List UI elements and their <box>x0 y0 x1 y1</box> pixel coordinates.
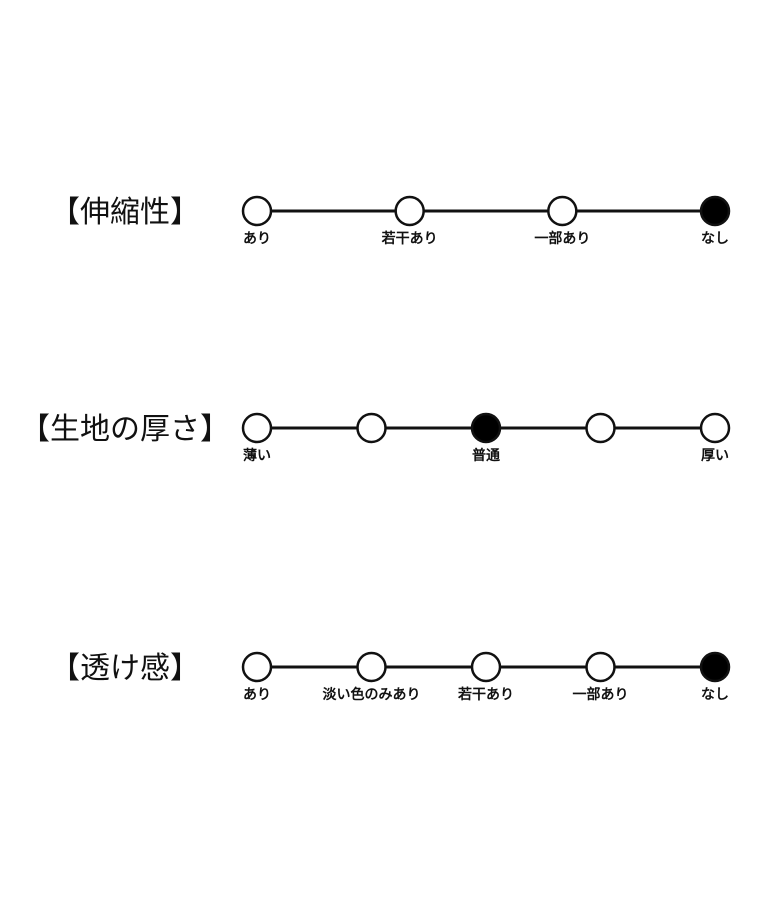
scale-point-selected <box>699 195 731 227</box>
scale-point <box>356 412 387 444</box>
scale-point-label: 一部あり <box>573 686 629 703</box>
scale-row: 【伸縮性】あり 若干あり 一部あり なし <box>50 195 731 247</box>
scale-title: 【生地の厚さ】 <box>20 412 230 447</box>
scale-point-selected <box>699 651 731 683</box>
scale-point <box>585 412 616 444</box>
scale-point-label: 一部あり <box>534 230 590 247</box>
scale-point-label: なし <box>701 687 729 703</box>
scale-point-label: 普通 <box>472 447 500 464</box>
scale-point <box>241 195 273 227</box>
scale-row: 【生地の厚さ】薄い 普通 厚い <box>20 412 731 464</box>
scale-point <box>547 195 578 227</box>
scale-point-label: 薄い <box>243 447 271 464</box>
scale-point <box>585 651 616 683</box>
scale-point <box>394 195 425 227</box>
scale-point <box>241 651 273 683</box>
scale-title: 【透け感】 <box>50 651 200 686</box>
scale-point <box>356 651 387 683</box>
scale-point-label: 若干あり <box>457 686 514 703</box>
scale-point-label: あり <box>243 687 271 703</box>
scale-point-label: 厚い <box>701 448 729 464</box>
scale-point <box>699 412 731 444</box>
scale-point-label: あり <box>243 231 271 247</box>
scale-point <box>470 651 502 683</box>
scale-title: 【伸縮性】 <box>50 195 200 230</box>
scale-point-label: 淡い色のみあり <box>323 686 421 703</box>
scale-point-label: 若干あり <box>381 230 438 247</box>
scale-row: 【透け感】あり 淡い色のみあり 若干あり 一部あり なし <box>50 651 731 703</box>
scale-point-selected <box>470 412 502 444</box>
scale-point <box>241 412 273 444</box>
scale-point-label: なし <box>701 231 729 247</box>
